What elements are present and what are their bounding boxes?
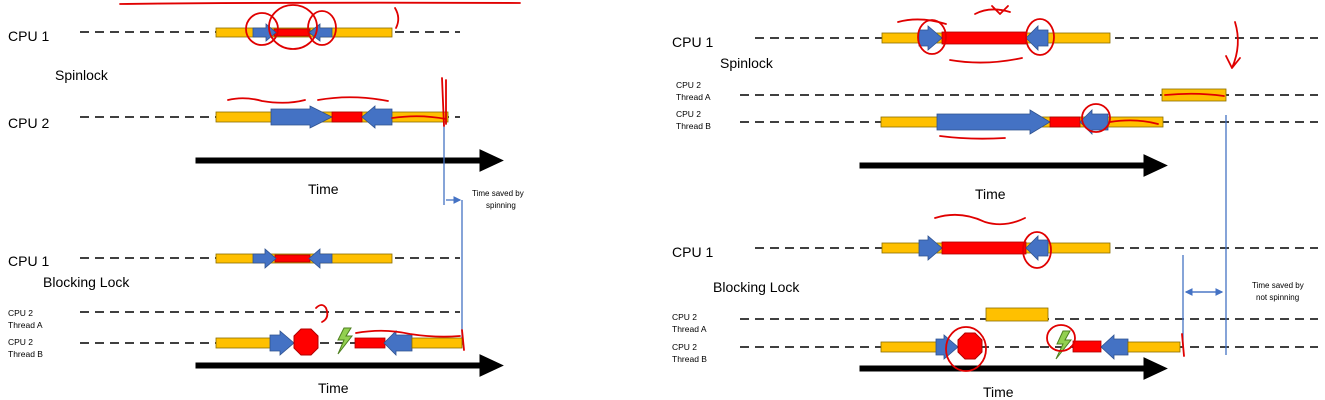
left-spin-cpu1-acquire-circle	[245, 12, 279, 46]
right-spin-cpu1-critical-section	[941, 31, 1027, 45]
left-block-thread-b-wave	[355, 329, 461, 338]
left-block-cpu1-acquire-arrow	[252, 248, 277, 269]
left-saved-note-line2: spinning	[486, 201, 516, 210]
left-blocking-section: CPU 1 Blocking Lock CPU 2 Thread A CPU 2…	[8, 248, 504, 396]
right-spin-thread-b-wave	[1109, 119, 1159, 125]
right-saved-note-line1: Time saved by	[1252, 281, 1304, 290]
right-block-title: Blocking Lock	[713, 279, 800, 295]
left-block-thread-b-line2: Thread B	[8, 349, 43, 359]
right-block-stop-circle	[945, 326, 987, 372]
left-spin-cpu1-release-arrow	[308, 23, 333, 42]
right-block-thread-b-acquire-arrow	[935, 334, 959, 360]
left-spin-time-label: Time	[308, 181, 339, 197]
right-block-cpu1-wave	[934, 213, 1026, 226]
right-block-thread-a-line2: Thread A	[672, 324, 707, 334]
left-block-cpu1-label: CPU 1	[8, 253, 49, 269]
left-block-thread-a-line2: Thread A	[8, 320, 43, 330]
right-block-thread-a-work-bar	[985, 307, 1049, 322]
stop-octagon-icon	[293, 328, 319, 356]
right-spin-thread-a-line2: Thread A	[676, 92, 711, 102]
right-spin-cpu1-wave-b	[974, 8, 1011, 15]
right-spin-thread-b-line2: Thread B	[676, 121, 711, 131]
right-blocking-section: CPU 1 Blocking Lock CPU 2 Thread A CPU 2…	[672, 115, 1318, 400]
right-spin-thread-b-line1: CPU 2	[676, 109, 701, 119]
left-spin-cpu1-critical-section	[273, 28, 311, 37]
left-block-wakeup-hook	[315, 304, 329, 323]
left-block-thread-b-critical-section	[354, 337, 386, 349]
right-block-thread-b-work-bar	[880, 341, 939, 353]
right-block-cpu1-release-circle	[1022, 231, 1052, 269]
right-spin-thread-b-underline	[939, 135, 1006, 140]
left-block-cpu1-release-arrow	[308, 248, 333, 269]
right-block-thread-b-line2: Thread B	[672, 354, 707, 364]
right-block-thread-b-line1: CPU 2	[672, 342, 697, 352]
right-spin-cpu1-acquire-circle	[917, 19, 947, 55]
right-block-cpu1-critical-section	[941, 241, 1027, 255]
right-spin-thread-a-wave	[1164, 92, 1225, 97]
left-block-thread-a-line1: CPU 2	[8, 308, 33, 318]
left-block-time-arrow	[195, 354, 504, 377]
lightning-bolt-icon	[1055, 330, 1073, 360]
right-saved-note-line2: not spinning	[1256, 293, 1299, 302]
right-spin-cpu1-release-arrow	[1025, 25, 1049, 51]
right-block-cpu1-acquire-arrow	[918, 235, 943, 261]
right-block-bolt-circle	[1046, 324, 1076, 352]
left-spin-cpu2-wave-a	[227, 97, 306, 104]
left-spin-title: Spinlock	[55, 67, 109, 83]
top-edge-ink-left	[119, 1, 521, 5]
left-spin-cpu2-wave-c	[391, 115, 447, 120]
left-spin-cpu2-label: CPU 2	[8, 115, 49, 131]
left-spin-cpu2-end-mark	[441, 77, 447, 127]
right-spin-cpu1-wave-a	[897, 18, 947, 25]
right-spin-cpu1-release-circle	[1025, 18, 1055, 56]
left-saved-note-line1: Time saved by	[472, 189, 524, 198]
lightning-bolt-icon	[337, 327, 354, 355]
left-spinlock-section: CPU 1 Spinlock CPU 2 Time Time saved by …	[8, 23, 524, 345]
left-spin-time-arrow	[195, 149, 504, 172]
right-block-end-mark	[1181, 333, 1185, 357]
left-spin-cpu2-release-arrow	[361, 105, 393, 129]
right-spin-time-arrow	[859, 154, 1168, 177]
left-block-title: Blocking Lock	[43, 274, 130, 290]
right-block-thread-a-line1: CPU 2	[672, 312, 697, 322]
right-block-time-arrow	[859, 357, 1168, 380]
handwritten-annotations	[119, 1, 1241, 372]
left-spin-cpu1-critical-circle	[268, 4, 318, 50]
right-spinlock-section: CPU 1 Spinlock CPU 2 Thread A CPU 2 Thre…	[672, 25, 1318, 202]
left-block-thread-b-line1: CPU 2	[8, 337, 33, 347]
right-spin-thread-a-work-bar	[1161, 88, 1227, 102]
right-block-thread-b-release-arrow	[1100, 334, 1129, 360]
right-block-cpu1-release-arrow	[1025, 235, 1049, 261]
left-block-thread-b-acquire-arrow	[269, 330, 295, 356]
right-spin-cpu1-label: CPU 1	[672, 34, 713, 50]
left-block-thread-b-work-bar	[215, 337, 273, 349]
right-spin-time-label: Time	[975, 186, 1006, 202]
right-block-cpu1-label: CPU 1	[672, 244, 713, 260]
right-spin-cpu1-check	[991, 5, 1009, 15]
right-spin-wake-arrow	[1225, 21, 1241, 69]
left-spin-cpu2-critical-section	[331, 111, 363, 123]
right-spin-thread-b-spin-arrow	[936, 109, 1051, 135]
left-block-cpu1-critical-section	[274, 254, 311, 263]
left-block-end-mark	[461, 329, 465, 351]
right-block-thread-b-work-bar-end	[1127, 341, 1181, 353]
right-spin-cpu1-acquire-arrow	[918, 25, 943, 51]
right-block-time-label: Time	[983, 384, 1014, 400]
right-block-thread-b-critical-section	[1072, 340, 1102, 353]
right-spin-cpu1-underline	[949, 57, 1023, 64]
right-spin-thread-b-release-circle	[1081, 103, 1111, 133]
stop-octagon-icon	[957, 332, 983, 360]
left-spin-cpu1-release-circle	[307, 10, 337, 46]
left-spin-cpu1-tick	[394, 7, 400, 29]
left-spin-cpu2-wave-b	[317, 96, 389, 102]
left-block-thread-b-work-bar-end	[411, 337, 463, 349]
left-spin-cpu2-spin-arrow	[270, 105, 333, 129]
left-block-thread-b-release-arrow	[383, 330, 413, 356]
left-spin-cpu1-label: CPU 1	[8, 28, 49, 44]
right-spin-thread-b-critical-section	[1049, 116, 1081, 128]
left-block-time-label: Time	[318, 380, 349, 396]
right-spin-thread-a-line1: CPU 2	[676, 80, 701, 90]
right-spin-title: Spinlock	[720, 55, 774, 71]
